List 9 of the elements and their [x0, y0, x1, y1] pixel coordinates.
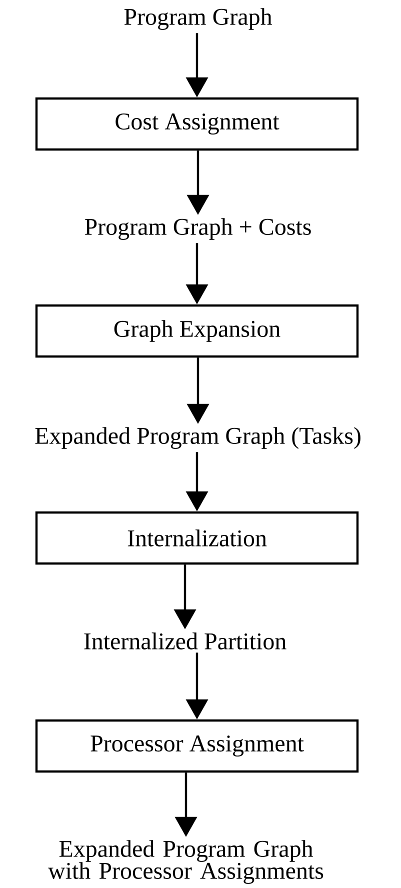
process-box: Graph Expansion — [35, 304, 359, 358]
data-label: Expanded Program Graph with Processor Assignments — [48, 840, 324, 884]
process-box: Internalization — [35, 511, 359, 565]
data-label: Internalized Partition — [84, 632, 286, 650]
process-box: Processor Assignment — [35, 719, 359, 773]
data-label: Program Graph — [124, 8, 272, 30]
data-label: Program Graph + Costs — [84, 218, 311, 240]
data-label: Expanded Program Graph (Tasks) — [35, 427, 360, 449]
process-box: Cost Assignment — [35, 97, 359, 151]
